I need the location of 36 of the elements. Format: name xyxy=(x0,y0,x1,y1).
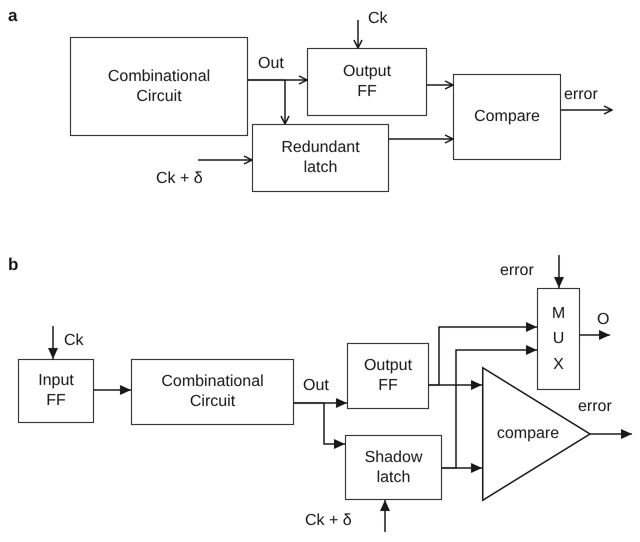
block-box xyxy=(307,48,427,116)
block-box xyxy=(453,74,561,160)
block-label: Output FF xyxy=(342,62,392,102)
arrow xyxy=(561,105,613,115)
block-label: Compare xyxy=(474,107,540,127)
arrow xyxy=(198,155,253,165)
block-box xyxy=(131,359,294,425)
block-box xyxy=(345,435,442,500)
arrow xyxy=(48,326,58,359)
block-label: Input FF xyxy=(38,371,74,411)
block-label: MUX xyxy=(550,304,566,375)
block-label: compare xyxy=(496,424,560,444)
arrow xyxy=(427,80,454,90)
block-box xyxy=(70,37,248,136)
block-label: Combinational Circuit xyxy=(108,66,210,106)
arrow xyxy=(94,385,131,395)
arrow xyxy=(590,429,632,439)
panel-letter: b xyxy=(8,255,18,275)
block-box xyxy=(537,288,580,390)
block-label: Redundant latch xyxy=(281,138,360,178)
panel-letter: a xyxy=(8,6,18,26)
arrow xyxy=(429,380,482,390)
arrow xyxy=(442,463,482,473)
arrow xyxy=(248,79,290,125)
block-box xyxy=(252,124,389,192)
arrow xyxy=(380,500,390,532)
block-label: Shadow latch xyxy=(364,448,422,488)
arrow xyxy=(554,255,564,288)
arrow xyxy=(580,330,610,340)
block-box xyxy=(347,343,429,409)
arrow xyxy=(353,20,363,49)
block-label: Output FF xyxy=(364,356,412,396)
arrow xyxy=(294,402,345,449)
block-box xyxy=(18,359,94,423)
arrow xyxy=(389,134,454,144)
block-label: Combinational Circuit xyxy=(161,372,264,412)
